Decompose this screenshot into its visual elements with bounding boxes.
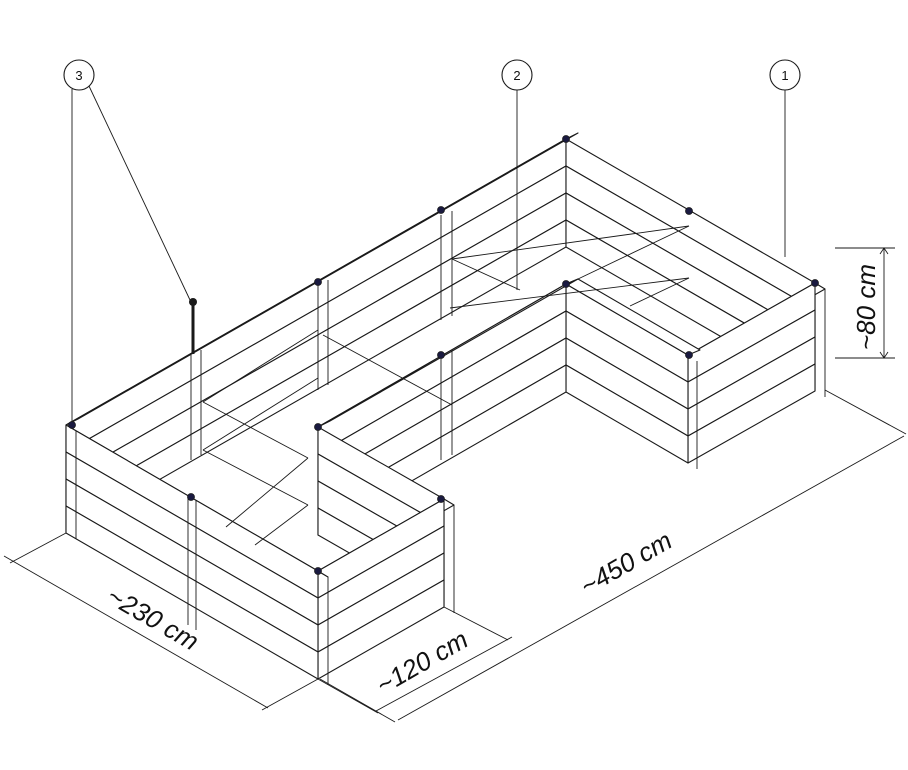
tie-rods <box>202 225 690 546</box>
dimension-lines <box>3 247 907 723</box>
bolt <box>437 495 445 503</box>
top-bolts <box>68 135 819 575</box>
callout-number: 2 <box>513 68 520 83</box>
right-arm-end <box>687 282 826 464</box>
bolt <box>562 135 570 143</box>
callout-leaders <box>71 85 786 422</box>
corner-notches <box>65 211 826 685</box>
callout-circle <box>501 59 533 91</box>
callout-circle <box>63 59 95 91</box>
bolt <box>562 280 570 288</box>
bolt <box>187 493 195 501</box>
left-arm-end <box>317 498 455 680</box>
bolt <box>68 421 76 429</box>
height-dimension-label: ~80 cm <box>851 264 881 350</box>
raised-bed-frame <box>65 132 826 685</box>
inner-right-wall <box>565 278 701 464</box>
length-dimension-label: ~450 cm <box>575 525 677 601</box>
callout-number: 3 <box>75 68 82 83</box>
callout-number: 1 <box>781 68 788 83</box>
bolt <box>314 278 322 286</box>
anchor-bolt <box>189 298 197 354</box>
callout-3: 3 <box>63 59 95 91</box>
bolt <box>437 351 445 359</box>
bolt <box>314 567 322 575</box>
callout-circle <box>769 59 801 91</box>
bolt <box>314 423 322 431</box>
callout-2: 2 <box>501 59 533 91</box>
callout-1: 1 <box>769 59 801 91</box>
bolt <box>685 207 693 215</box>
bolt <box>685 351 693 359</box>
bolt <box>437 206 445 214</box>
bolt <box>811 279 819 287</box>
